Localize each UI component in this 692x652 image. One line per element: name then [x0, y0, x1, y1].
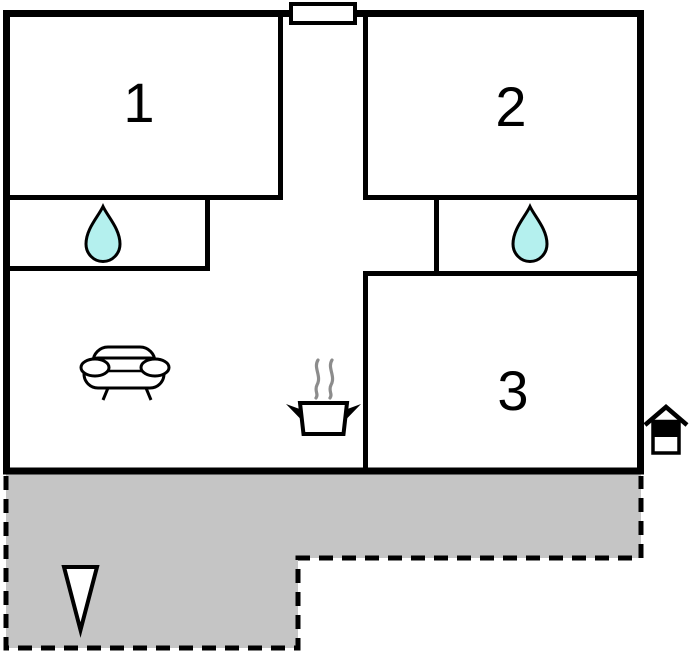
pot-handle-left — [286, 404, 301, 420]
inner-walls — [6, 13, 641, 471]
window-marker — [289, 2, 357, 25]
room-1-label: 1 — [123, 71, 154, 134]
water-drop-icon — [84, 203, 122, 263]
cooking-pot-icon — [286, 358, 361, 436]
terrace-area — [6, 473, 641, 648]
cone-marker-icon — [61, 565, 100, 638]
room-2-label: 2 — [495, 75, 526, 138]
terrace-dashed-border — [3, 476, 644, 651]
pot-handle-right — [346, 404, 361, 420]
room-3-label: 3 — [497, 359, 528, 422]
house-entrance-icon — [643, 404, 689, 455]
steam-icon — [314, 358, 335, 400]
pot-body — [297, 401, 350, 436]
water-drop-icon — [511, 203, 549, 263]
sofa-icon — [79, 345, 171, 401]
